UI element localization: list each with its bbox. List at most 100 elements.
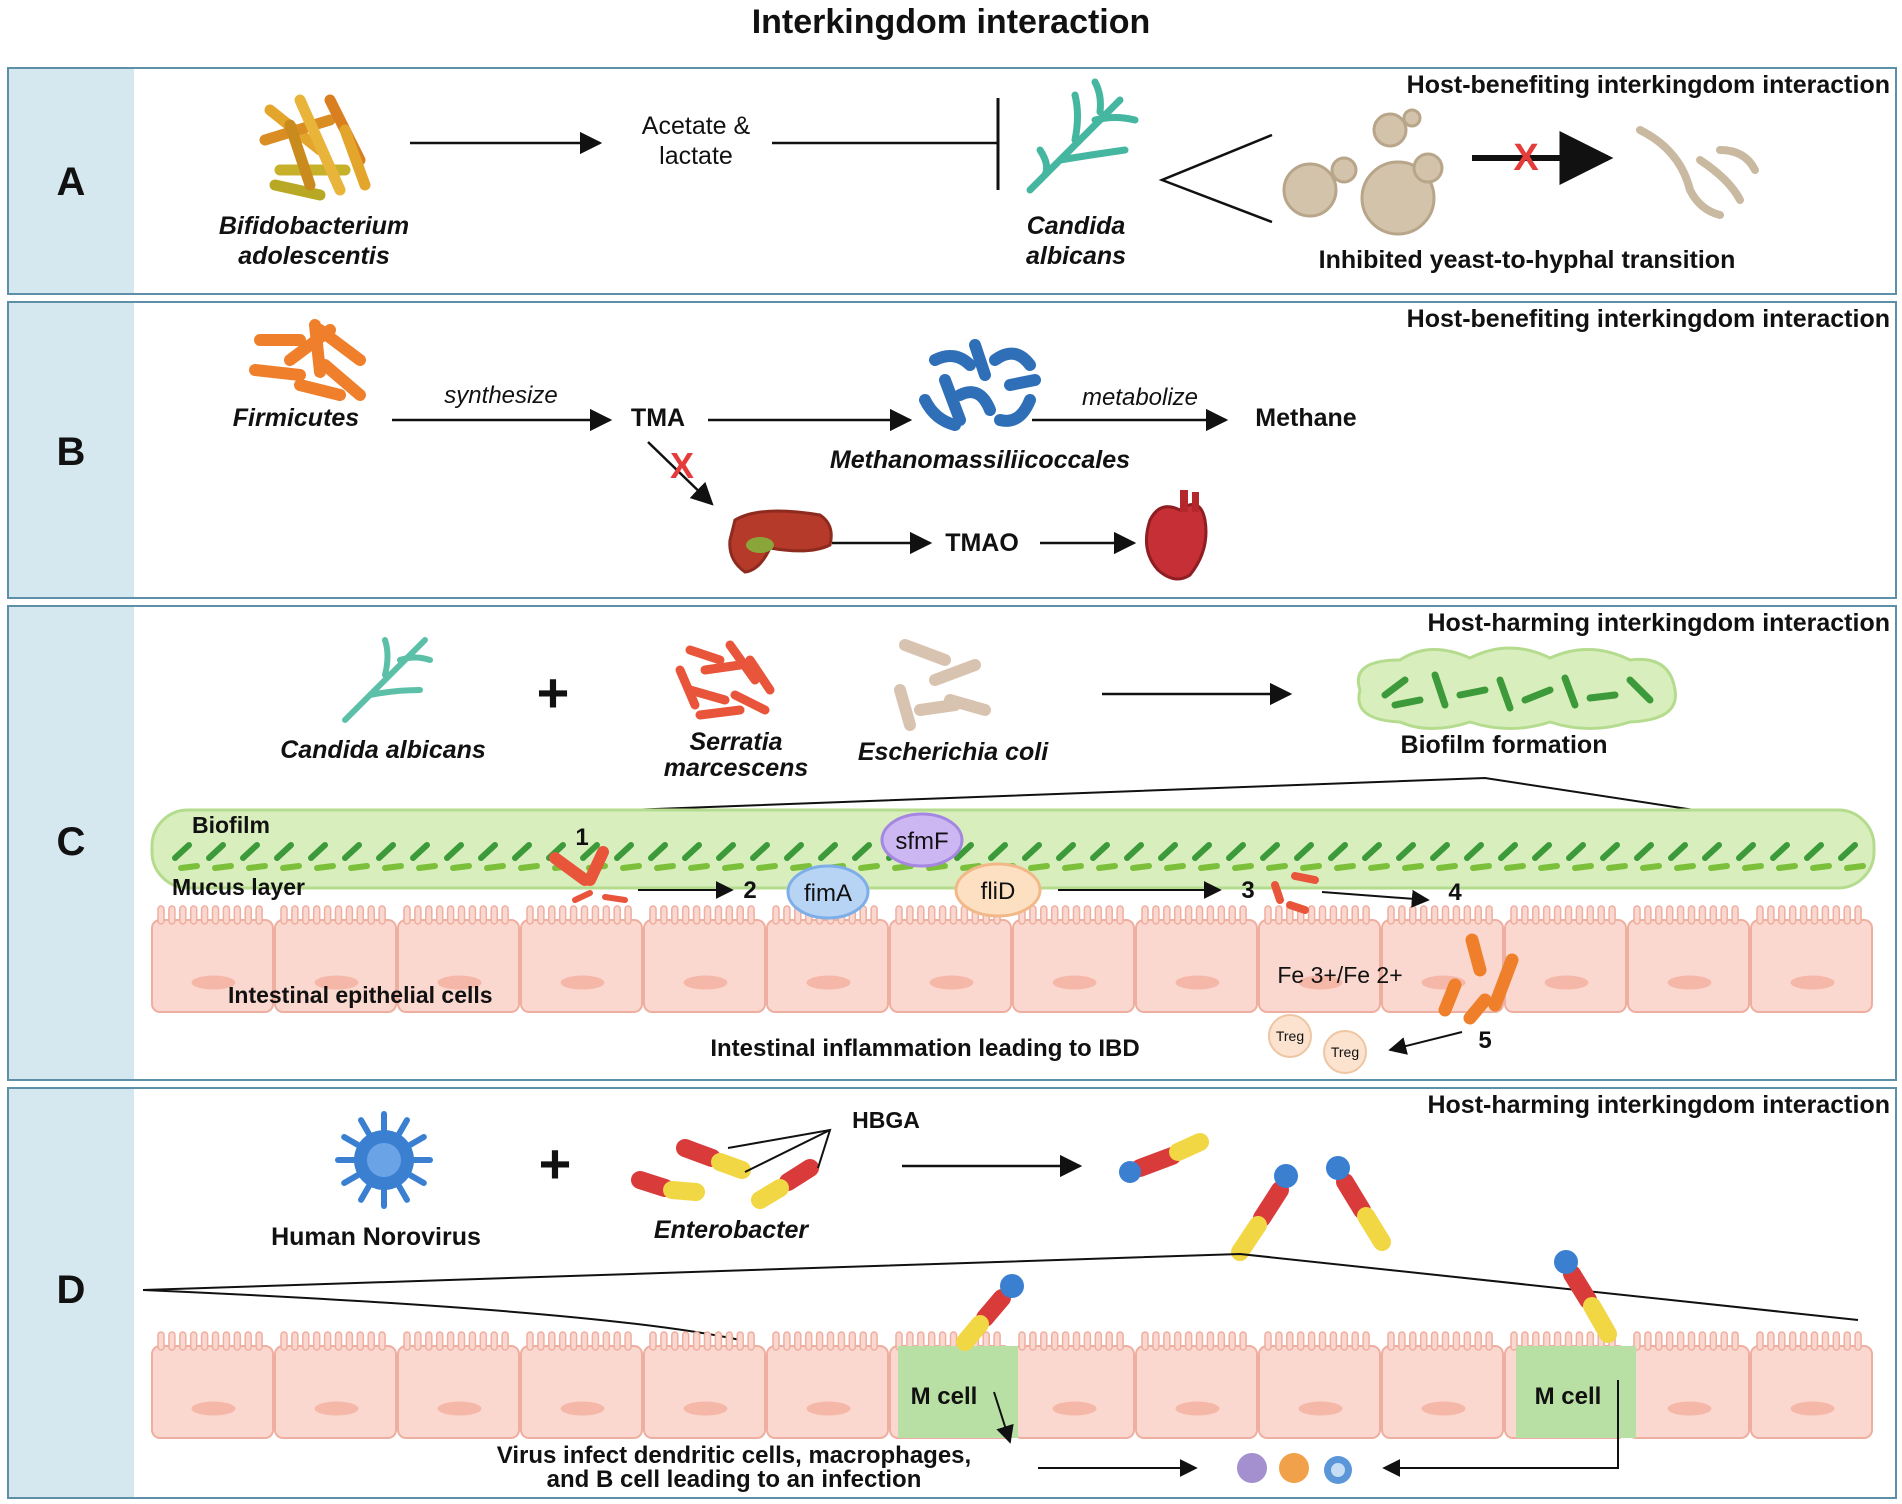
microvillus: [1040, 1331, 1048, 1351]
microvillus: [1018, 1331, 1026, 1351]
microvillus: [1452, 1331, 1461, 1351]
microvillus: [425, 1331, 433, 1351]
microvillus: [681, 1331, 690, 1351]
biofilm-bacterium: [212, 863, 234, 871]
epithelial-cell: [766, 919, 889, 1013]
biofilm-bacterium: [1736, 842, 1756, 861]
microvillus: [345, 1331, 354, 1351]
microvillus: [949, 905, 958, 925]
microvillus: [302, 1331, 310, 1351]
virus-bound-bacteria: [1119, 1133, 1391, 1261]
microvillus: [1474, 1331, 1482, 1351]
biofilm-bacterium: [1328, 842, 1348, 861]
microvillus: [1163, 905, 1171, 925]
microvillus: [1644, 905, 1652, 925]
epithelial-cell: [1258, 1345, 1381, 1439]
ecoli-icon: [894, 639, 991, 731]
biofilm-bacterium: [1232, 863, 1254, 871]
biofilm-bacterium: [1362, 842, 1382, 861]
acetate-label-1: Acetate &: [642, 112, 751, 140]
microvillus: [870, 1331, 878, 1351]
microvillus: [1767, 1331, 1775, 1351]
bifidobacterium-icon: [259, 94, 371, 201]
biofilm-label: Biofilm: [192, 812, 270, 838]
candida-hyphae-icon-a: [1026, 78, 1139, 194]
cell-nucleus: [1790, 975, 1835, 990]
microvillus: [403, 905, 411, 925]
microvillus: [1452, 905, 1461, 925]
microvillus: [1061, 905, 1070, 925]
cell-nucleus: [1421, 1401, 1466, 1416]
microvillus: [537, 1331, 545, 1351]
microvillus: [1821, 905, 1830, 925]
biofilm-bacterium: [1130, 863, 1152, 871]
microvillus: [302, 905, 310, 925]
microvillus: [157, 905, 165, 925]
microvillus: [1228, 905, 1236, 925]
biofilm-bacterium: [348, 863, 370, 871]
epithelial-cell: [889, 919, 1012, 1013]
biofilm-bacterium: [1776, 863, 1798, 871]
microvillus: [1521, 905, 1529, 925]
microvillus: [1351, 1331, 1359, 1351]
virus-spike: [396, 1117, 410, 1138]
microvillus: [435, 1331, 444, 1351]
microvillus: [1854, 905, 1862, 925]
arrow-step-5: [1388, 1031, 1463, 1055]
microvillus: [747, 1331, 755, 1351]
biofilm-bacterium: [1742, 863, 1764, 871]
microvillus: [233, 905, 242, 925]
serratia-adhering: [549, 846, 609, 886]
microvillus: [660, 905, 668, 925]
microvillus: [1329, 1331, 1338, 1351]
microvillus: [548, 905, 556, 925]
biofilm-bacterium: [1266, 863, 1288, 871]
arrow-step-4: [1321, 889, 1430, 908]
treg-label-2: Treg: [1331, 1044, 1359, 1060]
panel-c-header: Host-harming interkingdom interaction: [1427, 609, 1890, 637]
microvillus: [736, 905, 744, 925]
candida-c-label: Candida albicans: [280, 736, 486, 764]
microvillus: [783, 1331, 791, 1351]
microvillus: [168, 905, 176, 925]
microvillus: [479, 1331, 488, 1351]
panel-b-letter: B: [57, 430, 86, 474]
microvillus: [1206, 905, 1215, 925]
epithelial-cell: [520, 1345, 643, 1439]
microvillus: [783, 905, 791, 925]
step-4: 4: [1448, 879, 1462, 906]
microvillus: [613, 1331, 621, 1351]
microvillus: [1510, 1331, 1518, 1351]
biofilm-bacterium: [1770, 842, 1790, 861]
biofilm-bacterium: [484, 863, 506, 871]
cell-nucleus: [1544, 975, 1589, 990]
inhibited-transition-label: Inhibited yeast-to-hyphal transition: [1319, 246, 1736, 274]
microvillus: [660, 1331, 668, 1351]
microvillus: [1217, 905, 1226, 925]
sfmf-label: sfmF: [895, 828, 948, 855]
biofilm-bacterium: [620, 863, 642, 871]
biofilm-bacterium: [1430, 842, 1450, 861]
microvillus: [356, 905, 365, 925]
biofilm-bacterium: [988, 842, 1008, 861]
microvillus: [1040, 905, 1048, 925]
biofilm-bacterium: [416, 863, 438, 871]
m-cell-1: [898, 1346, 1018, 1438]
microvillus: [859, 1331, 867, 1351]
ecoli-label: Escherichia coli: [858, 738, 1049, 766]
microvillus: [681, 905, 690, 925]
candida-label-1: Candida: [1027, 212, 1126, 240]
biofilm-bacterium: [1090, 842, 1110, 861]
microvillus: [1105, 1331, 1113, 1351]
microvillus: [537, 905, 545, 925]
microvillus: [1072, 905, 1081, 925]
microvillus: [1655, 905, 1663, 925]
cell-nucleus: [1052, 975, 1097, 990]
microvillus: [1633, 1331, 1641, 1351]
microvillus: [312, 905, 321, 925]
biofilm-bacterium: [790, 863, 812, 871]
microvillus: [179, 1331, 187, 1351]
microvillus: [671, 905, 679, 925]
microvillus: [1553, 905, 1562, 925]
microvillus: [468, 1331, 477, 1351]
